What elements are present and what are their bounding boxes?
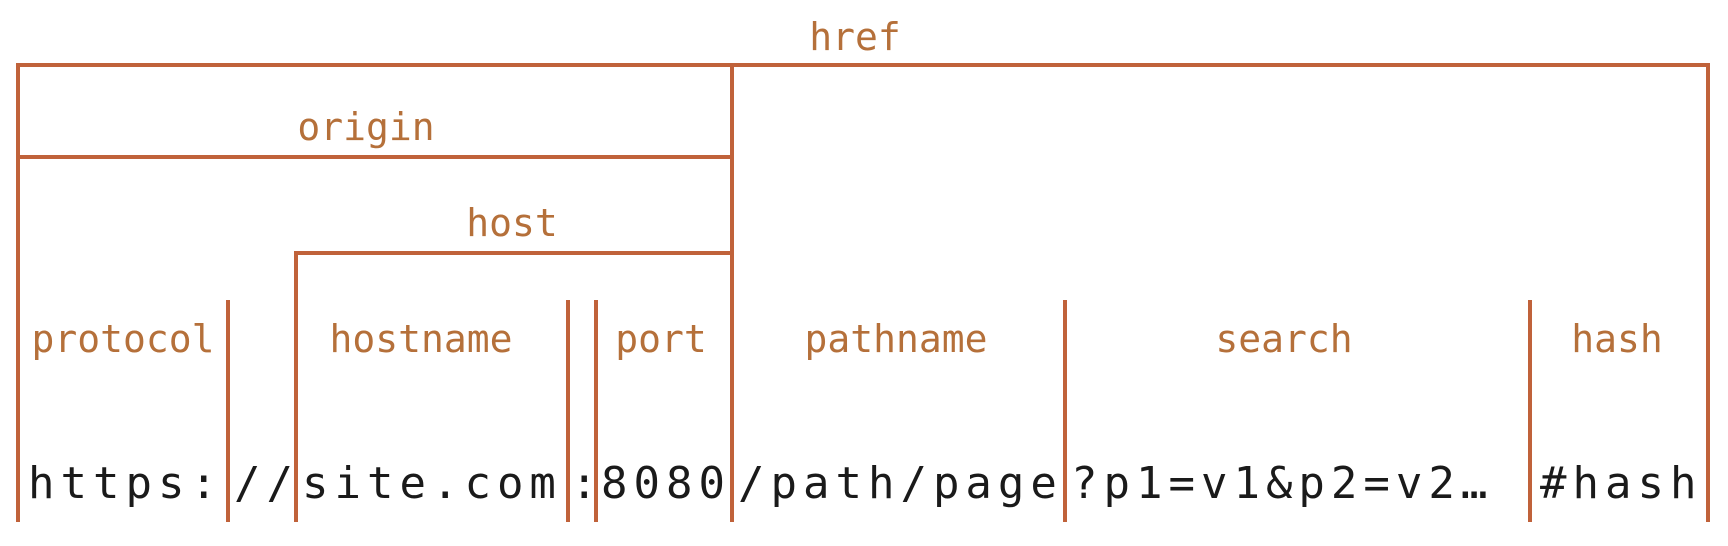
bracket-lines	[16, 63, 1710, 522]
url-search: ?p1=v1&p2=v2…	[1071, 458, 1493, 509]
url-hostname: site.com	[302, 458, 562, 509]
origin-label: origin	[297, 105, 434, 149]
url-pathname: /path/page	[738, 458, 1063, 509]
host-label: host	[466, 201, 558, 245]
hostname-label: hostname	[329, 317, 512, 361]
search-label: search	[1215, 317, 1352, 361]
url-text: https: // site.com : 8080 /path/page ?p1…	[28, 458, 1702, 509]
hash-label: hash	[1571, 317, 1663, 361]
url-port: 8080	[601, 458, 731, 509]
part-labels: href origin host protocol hostname port …	[31, 15, 1662, 361]
host-bracket	[294, 251, 730, 522]
protocol-label: protocol	[31, 317, 214, 361]
url-slashes: //	[234, 458, 299, 509]
url-hash: #hash	[1540, 458, 1702, 509]
url-protocol: https:	[28, 458, 223, 509]
url-colon: :	[571, 458, 604, 509]
pathname-label: pathname	[804, 317, 987, 361]
href-label: href	[809, 15, 901, 59]
href-bracket	[16, 63, 1710, 522]
port-label: port	[615, 317, 707, 361]
